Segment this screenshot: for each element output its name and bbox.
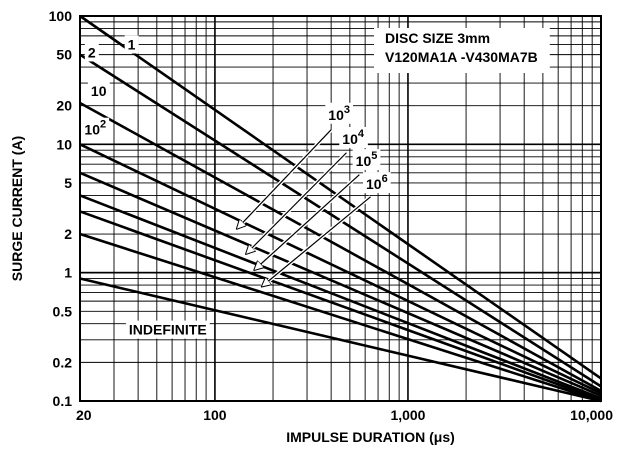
series-line-INDEFINITE: [79, 277, 602, 403]
curve-label-background: [363, 172, 391, 194]
curve-label: 2: [88, 44, 96, 60]
curve-label: 105: [356, 150, 378, 169]
y-axis-title: SURGE CURRENT (A): [9, 136, 25, 281]
series-line-10e2: [79, 143, 602, 395]
x-tick-label: 100: [203, 407, 227, 423]
curve-label-background: [325, 102, 353, 124]
curve-label-background: [84, 43, 99, 62]
curve-label: 1: [128, 36, 136, 52]
series-line-10e5: [79, 210, 602, 402]
arrow: [254, 174, 360, 270]
y-tick-label: 100: [49, 8, 73, 24]
arrow: [237, 129, 332, 229]
curve-label: 104: [342, 128, 365, 147]
series-layer: [79, 14, 602, 403]
y-tick-label: 20: [56, 98, 72, 114]
grid: [79, 15, 602, 402]
y-tick-label: 1: [64, 265, 72, 281]
curve-label-background: [339, 127, 368, 149]
y-tick-label: 0.2: [53, 354, 73, 370]
curve-label: 103: [328, 104, 350, 123]
info-box: DISC SIZE 3mm V120MA1A -V430MA7B: [374, 28, 550, 73]
info-line-model-range: V120MA1A -V430MA7B: [385, 49, 538, 65]
x-axis-title: IMPULSE DURATION (μs): [286, 429, 455, 445]
arrow: [262, 196, 371, 287]
y-tick-label: 5: [64, 175, 72, 191]
y-tick-label: 2: [64, 226, 72, 242]
x-tick-label: 1,000: [390, 407, 425, 423]
series-line-10e4: [79, 194, 602, 400]
arrow: [246, 152, 347, 254]
series-line-1: [79, 14, 602, 380]
y-tick-label: 10: [56, 136, 72, 152]
curve-label-background: [124, 35, 139, 54]
curve-label: 10: [91, 83, 107, 99]
curve-label-background: [81, 117, 110, 139]
info-line-disc-size: DISC SIZE 3mm: [385, 30, 490, 46]
series-line-10: [79, 101, 602, 392]
curve-label-background: [87, 82, 110, 101]
series-line-10e6: [79, 232, 602, 403]
y-tick-label: 0.5: [53, 303, 73, 319]
curve-label: INDEFINITE: [129, 322, 207, 338]
info-box-background: [374, 28, 550, 73]
curve-label: 102: [84, 119, 106, 138]
x-tick-label: 10,000: [570, 407, 613, 423]
y-tick-label: 50: [56, 47, 72, 63]
series-line-10e3: [79, 171, 602, 397]
y-tick-label: 0.1: [53, 393, 73, 409]
curve-label: 106: [366, 173, 388, 192]
plot-frame: [79, 15, 602, 402]
curve-label-background: [125, 320, 210, 339]
curve-label-background: [352, 149, 381, 171]
x-tick-label: 20: [76, 407, 92, 423]
